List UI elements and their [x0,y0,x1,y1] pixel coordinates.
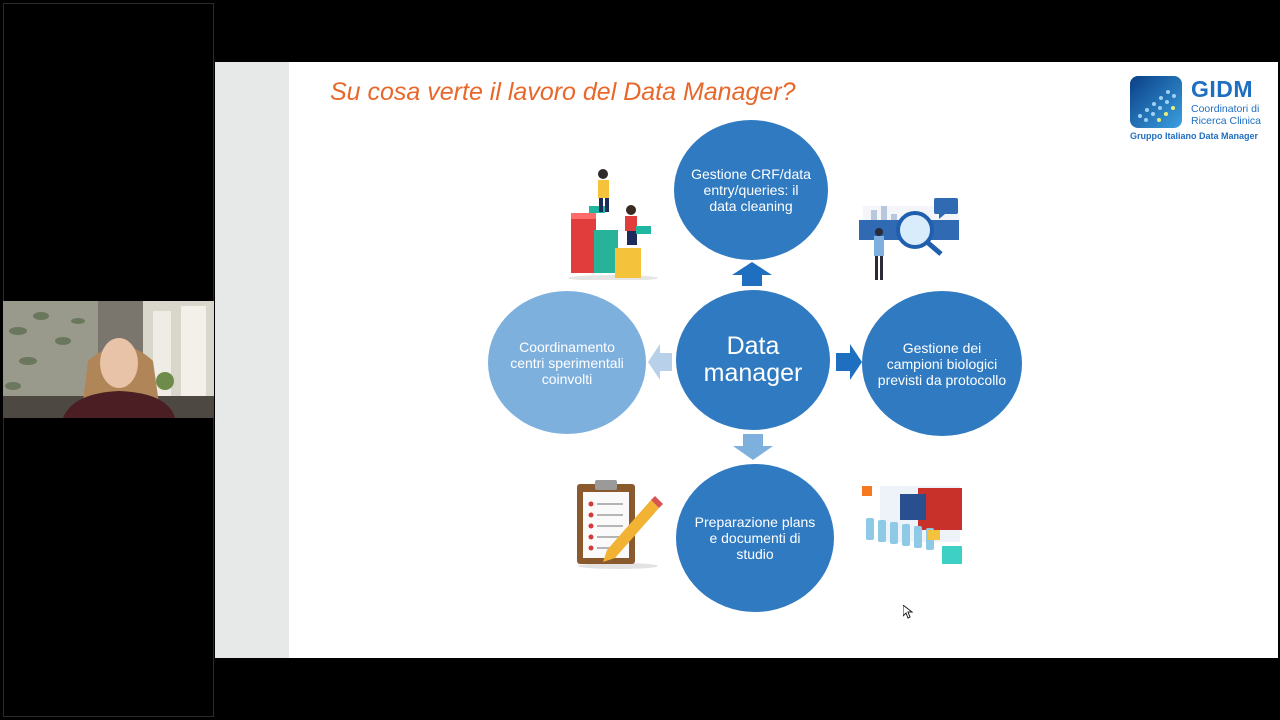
mouse-cursor-icon [903,605,913,619]
people-chart-icon [568,169,658,280]
logo-wordmark: GIDM [1191,76,1254,102]
circle-data-cleaning-label: Gestione CRF/data entry/queries: il data… [691,166,811,214]
slide-sidebar-strip [215,62,289,658]
circle-data-cleaning: Gestione CRF/data entry/queries: il data… [674,120,828,260]
logo-subtitle-line1: Coordinatori di [1191,103,1260,115]
circle-plans: Preparazione plans e documenti di studio [676,464,834,612]
circle-data-manager: Data manager [674,288,832,432]
circle-coordination-label: Coordinamento centri sperimentali coinvo… [510,338,624,387]
webcam-video [3,301,214,418]
magnifier-analytics-icon [859,198,959,280]
presentation-slide: Su cosa verte il lavoro del Data Manager… [215,62,1278,658]
arrow-right [836,344,862,380]
lab-samples-icon [862,486,962,564]
logo-mark-icon [1130,76,1182,128]
logo-subtitle-line2: Ricerca Clinica [1191,115,1262,127]
slide-title: Su cosa verte il lavoro del Data Manager… [330,78,796,106]
circle-coordination: Coordinamento centri sperimentali coinvo… [488,291,646,434]
circle-samples-label: Gestione dei campioni biologici previsti… [877,339,1007,388]
webcam-feed-image [3,301,214,418]
logo-subtitle: Coordinatori di Ricerca Clinica [1191,103,1261,127]
circle-plans-label: Preparazione plans e documenti di studio [694,514,816,562]
circle-samples: Gestione dei campioni biologici previsti… [862,291,1022,436]
arrow-left [648,344,672,380]
logo-tagline: Gruppo Italiano Data Manager [1130,131,1259,141]
clipboard-pencil-icon [577,480,663,569]
circle-data-manager-label: Data manager [703,332,803,387]
arrow-up [732,262,772,286]
gidm-logo: GIDM Coordinatori di Ricerca Clinica Gru… [1130,76,1270,146]
arrow-down [733,434,773,460]
